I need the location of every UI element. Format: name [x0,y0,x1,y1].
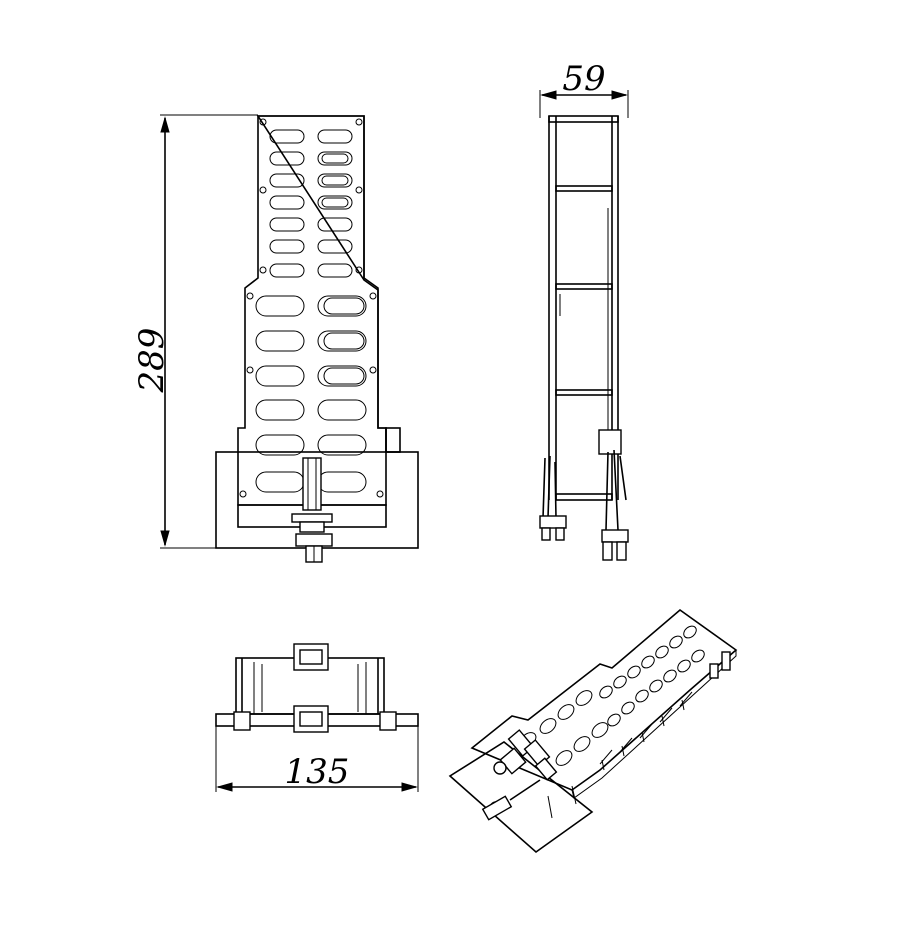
upper-slots-left [269,129,305,278]
depth-dimension-label: 59 [562,59,605,99]
side-view [539,115,629,561]
clamp-mechanism [291,457,333,563]
upper-slots-right [317,129,353,278]
lower-slots-right [317,295,367,493]
front-view [215,115,419,563]
width-dimension: 135 [215,726,419,792]
iso-slots [519,625,705,766]
height-dimension-label: 289 [132,328,172,394]
lower-slots-left [255,295,305,493]
height-dimension: 289 [132,114,258,549]
depth-dimension: 59 [539,59,629,118]
top-view [215,643,419,733]
isometric-view [448,608,738,854]
width-dimension-label: 135 [285,752,350,792]
